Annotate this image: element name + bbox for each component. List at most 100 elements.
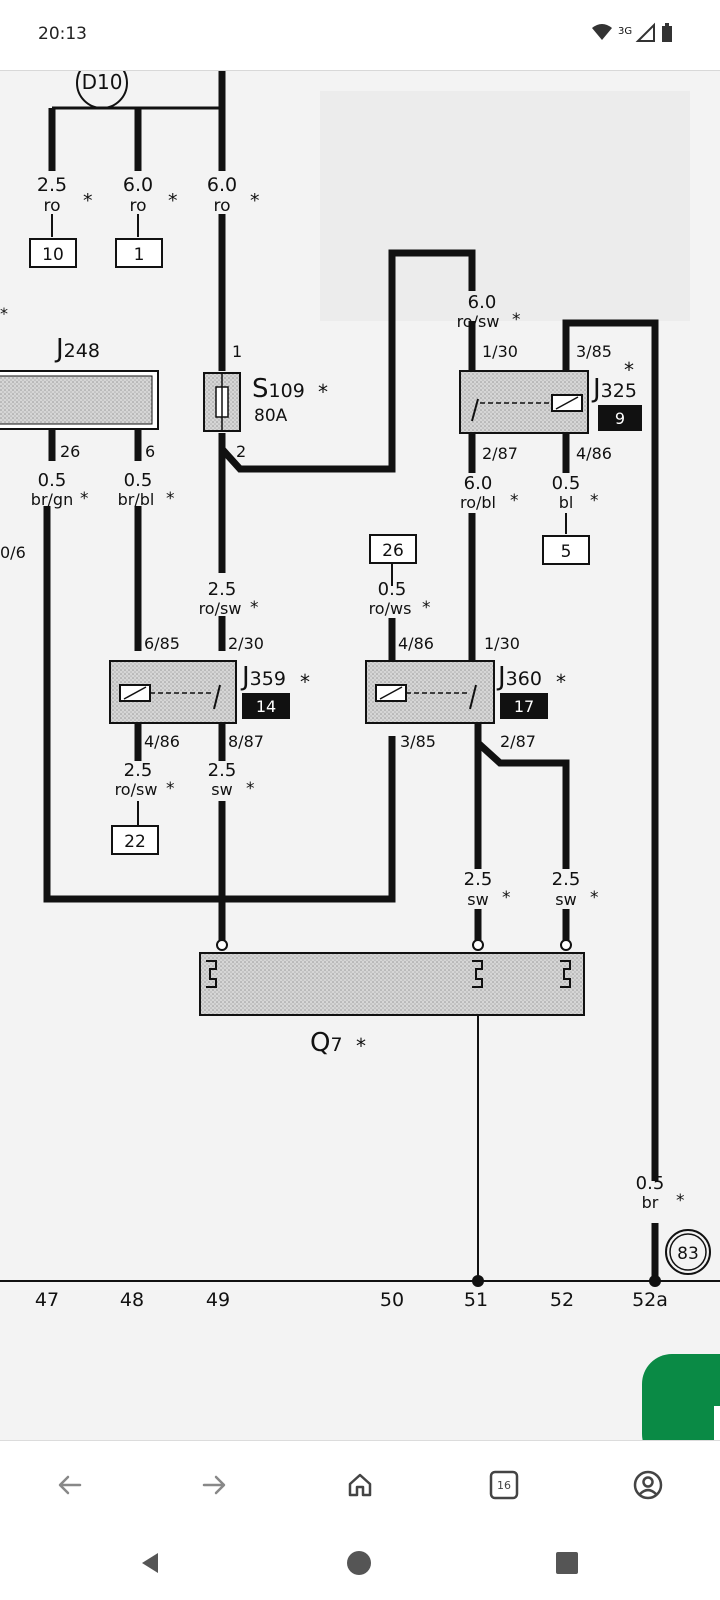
forward-button[interactable]	[188, 1459, 240, 1511]
wire-label-26: 26 0.5 ro/ws *	[369, 534, 431, 618]
svg-text:ro/ws: ro/ws	[369, 599, 412, 618]
svg-text:2.5: 2.5	[37, 174, 67, 196]
svg-text:6: 6	[145, 442, 155, 461]
svg-text:ro: ro	[213, 196, 230, 216]
svg-text:2/30: 2/30	[228, 634, 264, 653]
svg-text:sw: sw	[467, 890, 488, 909]
column-number: 52a	[632, 1289, 668, 1311]
wire-label-5: 0.5 bl * 5	[542, 473, 599, 565]
svg-text:br/gn: br/gn	[31, 490, 73, 509]
left-partial-label: 0/6	[0, 543, 26, 562]
column-number: 50	[380, 1289, 404, 1311]
svg-text:*: *	[83, 190, 93, 212]
diagram-viewer[interactable]: D10 2.5 ro * 10 6.0 ro * 1 6.0 ro * 0.5 …	[0, 70, 720, 1441]
back-button[interactable]	[44, 1459, 96, 1511]
svg-text:*: *	[590, 491, 599, 511]
forward-icon	[202, 1475, 226, 1495]
svg-text:5: 5	[561, 542, 572, 562]
system-home-button[interactable]	[334, 1538, 384, 1588]
account-icon	[633, 1470, 663, 1500]
wire-label-52a: 0.5 br *	[636, 1173, 685, 1212]
home-circle-icon	[347, 1551, 371, 1575]
svg-text:9: 9	[615, 409, 625, 428]
component-q7: Q7 *	[199, 939, 585, 1058]
svg-text:ro: ro	[129, 196, 146, 216]
svg-text:26: 26	[60, 442, 80, 461]
svg-text:2: 2	[236, 442, 246, 461]
svg-text:*: *	[502, 888, 511, 908]
svg-text:3/85: 3/85	[576, 342, 612, 361]
svg-text:sw: sw	[211, 780, 232, 799]
recents-square-icon	[556, 1552, 578, 1574]
svg-text:26: 26	[382, 541, 404, 561]
svg-text:*: *	[510, 491, 519, 511]
svg-text:22: 22	[124, 832, 146, 852]
floating-button-edge	[714, 1406, 720, 1446]
j360-label: J360	[496, 662, 542, 692]
tab-count: 16	[497, 1478, 511, 1492]
svg-text:17: 17	[514, 697, 534, 716]
svg-text:6.0: 6.0	[123, 174, 153, 196]
status-icons: 3G	[592, 22, 672, 42]
wifi-icon	[592, 24, 612, 40]
wires	[0, 71, 720, 1282]
svg-text:*: *	[590, 888, 599, 908]
svg-text:bl: bl	[559, 493, 574, 512]
svg-text:10: 10	[42, 245, 64, 265]
connector-d10: D10	[76, 71, 128, 109]
wire-label-j359: 2.5 sw *	[208, 760, 255, 799]
tabs-button[interactable]: 16	[478, 1459, 530, 1511]
svg-text:*: *	[166, 489, 175, 509]
column-number: 51	[464, 1289, 488, 1311]
wire-label-s109: 2.5 ro/sw *	[199, 579, 259, 618]
junction-dot	[472, 1275, 484, 1287]
account-button[interactable]	[622, 1459, 674, 1511]
svg-text:4/86: 4/86	[398, 634, 434, 653]
component-j325: 1/30 3/85 J325 * 9 2/87 4/86	[459, 342, 642, 463]
home-button[interactable]	[334, 1459, 386, 1511]
svg-text:1: 1	[232, 342, 242, 361]
svg-text:*: *	[556, 670, 566, 694]
column-numbers: 47 48 49 50 51 52 52a	[35, 1289, 668, 1311]
scan-shade	[320, 91, 690, 321]
column-number: 49	[206, 1289, 230, 1311]
svg-text:*: *	[166, 779, 175, 799]
ground-83: 83	[665, 1229, 711, 1275]
svg-text:6.0: 6.0	[468, 292, 497, 313]
svg-text:0.5: 0.5	[38, 470, 67, 491]
svg-text:sw: sw	[555, 890, 576, 909]
svg-text:4/86: 4/86	[144, 732, 180, 751]
wire-label-52: 2.5 sw *	[552, 869, 599, 909]
q7-label: Q7	[310, 1028, 343, 1058]
j359-label: J359	[240, 662, 286, 692]
svg-text:*: *	[356, 1034, 366, 1058]
svg-text:2.5: 2.5	[208, 760, 237, 781]
svg-text:80A: 80A	[254, 406, 288, 426]
svg-text:0.5: 0.5	[552, 473, 581, 494]
component-j248: J248 26 6	[0, 334, 159, 461]
back-icon	[58, 1475, 82, 1495]
svg-text:2.5: 2.5	[124, 760, 153, 781]
network-type: 3G	[618, 26, 632, 37]
svg-text:2.5: 2.5	[552, 869, 581, 890]
column-number: 47	[35, 1289, 59, 1311]
wire-label-j248-b: 0.5 br/bl *	[118, 470, 175, 509]
svg-text:83: 83	[677, 1244, 699, 1264]
component-j360: 4/86 1/30 J360 * 17 3/85 2/87	[365, 634, 566, 751]
system-back-button[interactable]	[126, 1538, 176, 1588]
svg-text:4/86: 4/86	[576, 444, 612, 463]
svg-text:6/85: 6/85	[144, 634, 180, 653]
wire-label-10: 2.5 ro * 10	[29, 174, 93, 268]
left-partial-star: *	[0, 304, 8, 323]
browser-toolbar: 16	[0, 1440, 720, 1527]
svg-text:8/87: 8/87	[228, 732, 264, 751]
svg-text:ro: ro	[43, 196, 60, 216]
svg-text:0.5: 0.5	[378, 579, 407, 600]
tabs-icon	[489, 1470, 519, 1500]
svg-text:6.0: 6.0	[464, 473, 493, 494]
svg-text:*: *	[624, 358, 634, 382]
svg-text:0.5: 0.5	[124, 470, 153, 491]
svg-text:br/bl: br/bl	[118, 490, 155, 509]
svg-text:14: 14	[256, 697, 276, 716]
system-recents-button[interactable]	[542, 1538, 592, 1588]
